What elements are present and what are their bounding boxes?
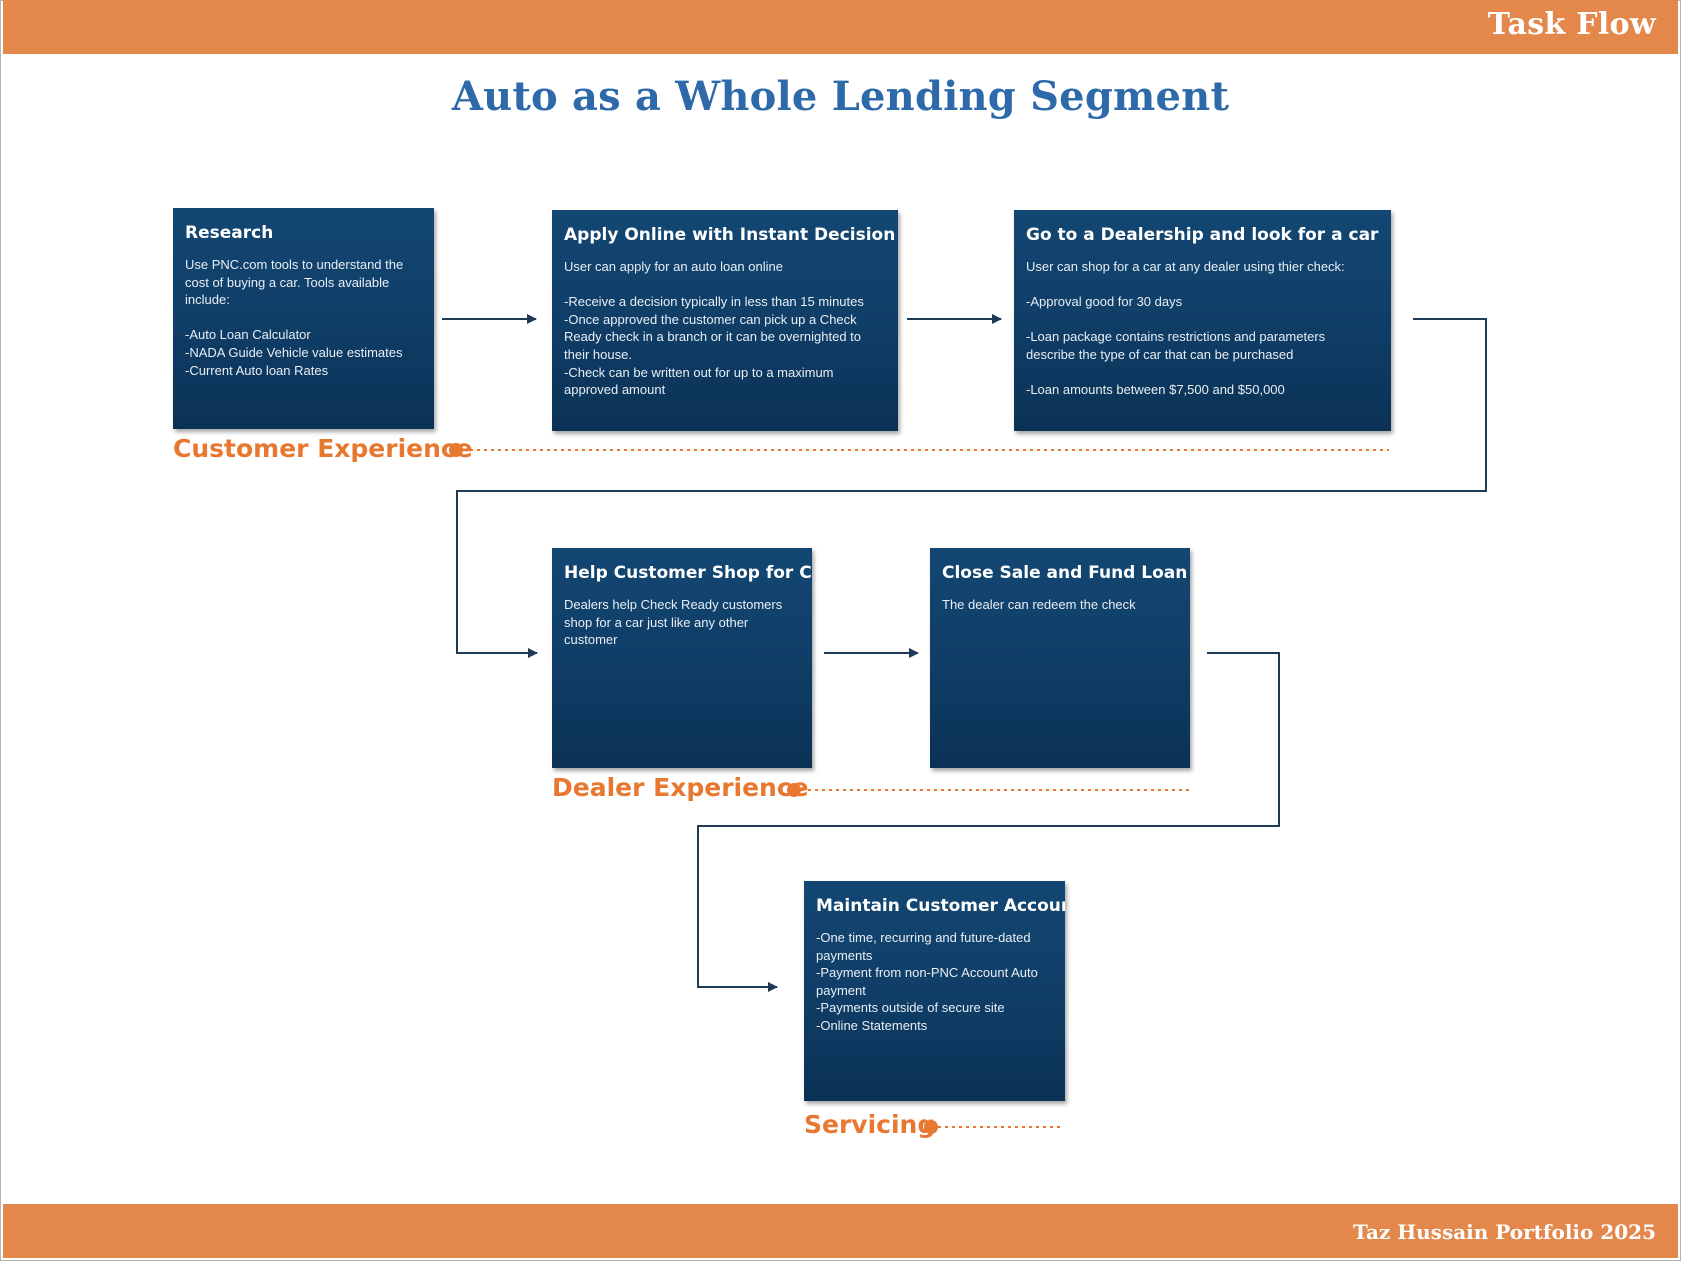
step-help-customer-shop: Help Customer Shop for Car Dealers help … bbox=[552, 548, 812, 768]
step-text-line: User can apply for an auto loan online bbox=[564, 259, 783, 274]
step-research: Research Use PNC.com tools to understand… bbox=[173, 208, 434, 429]
step-body: User can shop for a car at any dealer us… bbox=[1026, 258, 1379, 399]
step-title: Close Sale and Fund Loan bbox=[942, 563, 1188, 583]
step-go-to-dealership: Go to a Dealership and look for a car Us… bbox=[1014, 210, 1391, 431]
step-title: Apply Online with Instant Decision bbox=[564, 225, 896, 245]
step-text-line: cost of buying a car. Tools available bbox=[185, 274, 390, 290]
step-text-line: -One time, recurring and future-dated bbox=[816, 930, 1031, 945]
step-text-line: Use PNC.com tools to understand the bbox=[185, 257, 404, 272]
step-title: Maintain Customer Account bbox=[816, 896, 1065, 916]
step-body: The dealer can redeem the check bbox=[942, 596, 1178, 614]
step-maintain-account: Maintain Customer Account -One time, rec… bbox=[804, 881, 1065, 1101]
footer-label: Taz Hussain Portfolio 2025 bbox=[1353, 1220, 1656, 1244]
step-text-line: -Current Auto loan Rates bbox=[185, 362, 329, 378]
dealer-lane-dot bbox=[787, 783, 801, 797]
step-text-line: Dealers help Check Ready customers bbox=[564, 597, 783, 612]
step-text-line: -Check can be written out for up to a ma… bbox=[564, 364, 834, 380]
step-text-line: payment bbox=[816, 982, 866, 998]
step-text-line: -NADA Guide Vehicle value estimates bbox=[185, 344, 403, 360]
step-body: -One time, recurring and future-dated pay… bbox=[816, 929, 1053, 1035]
step-body: Use PNC.com tools to understand the cost … bbox=[185, 256, 422, 379]
step-text-line: -Approval good for 30 days bbox=[1026, 294, 1183, 310]
step-spacer bbox=[564, 276, 886, 294]
step-apply-online: Apply Online with Instant Decision User … bbox=[552, 210, 898, 431]
step-body: Dealers help Check Ready customers shop f… bbox=[564, 596, 800, 649]
step-title: Research bbox=[185, 223, 274, 243]
step-spacer bbox=[1026, 364, 1379, 382]
step-text-line: approved amount bbox=[564, 382, 666, 398]
header-label: Task Flow bbox=[1487, 7, 1656, 42]
lane-dealer-experience: Dealer Experience bbox=[552, 773, 809, 802]
header-bar: Task Flow bbox=[3, 0, 1678, 54]
step-text-line: -Online Statements bbox=[816, 1017, 928, 1033]
step-text-line: -Loan package contains restrictions and … bbox=[1026, 329, 1326, 345]
step-text-line: User can shop for a car at any dealer us… bbox=[1026, 259, 1345, 274]
step-text-line: describe the type of car that can be pur… bbox=[1026, 346, 1294, 362]
step-spacer bbox=[185, 309, 422, 327]
step-title: Help Customer Shop for Car bbox=[564, 563, 812, 583]
page-title: Auto as a Whole Lending Segment bbox=[451, 73, 1230, 120]
step-text-line: customer bbox=[564, 632, 618, 648]
step-text-line: Ready check in a branch or it can be ove… bbox=[564, 329, 862, 345]
step-text-line: -Receive a decision typically in less th… bbox=[564, 294, 864, 310]
step-body: User can apply for an auto loan online -R… bbox=[564, 258, 886, 399]
customer-lane-dot bbox=[449, 443, 463, 457]
step-spacer bbox=[1026, 311, 1379, 329]
connector-close-sale-to-maintain bbox=[697, 652, 1280, 992]
lane-servicing: Servicing bbox=[804, 1110, 936, 1139]
footer-bar: Taz Hussain Portfolio 2025 bbox=[3, 1204, 1678, 1258]
step-text-line: The dealer can redeem the check bbox=[942, 597, 1136, 612]
step-close-sale: Close Sale and Fund Loan The dealer can … bbox=[930, 548, 1190, 768]
step-text-line: shop for a car just like any other bbox=[564, 614, 749, 630]
step-text-line: -Payment from non-PNC Account Auto bbox=[816, 965, 1038, 981]
step-text-line: their house. bbox=[564, 346, 632, 362]
step-text-line: -Once approved the customer can pick up … bbox=[564, 311, 857, 327]
step-text-line: payments bbox=[816, 947, 873, 963]
lane-customer-experience: Customer Experience bbox=[173, 434, 473, 463]
connector-dealership-to-help-shop bbox=[456, 318, 1487, 658]
step-text-line: include: bbox=[185, 292, 230, 308]
step-text-line: -Loan amounts between $7,500 and $50,000 bbox=[1026, 382, 1285, 398]
step-text-line: -Payments outside of secure site bbox=[816, 1000, 1005, 1016]
servicing-lane-dot bbox=[924, 1120, 938, 1134]
step-spacer bbox=[1026, 276, 1379, 294]
step-text-line: -Auto Loan Calculator bbox=[185, 327, 311, 343]
step-title: Go to a Dealership and look for a car bbox=[1026, 225, 1379, 245]
